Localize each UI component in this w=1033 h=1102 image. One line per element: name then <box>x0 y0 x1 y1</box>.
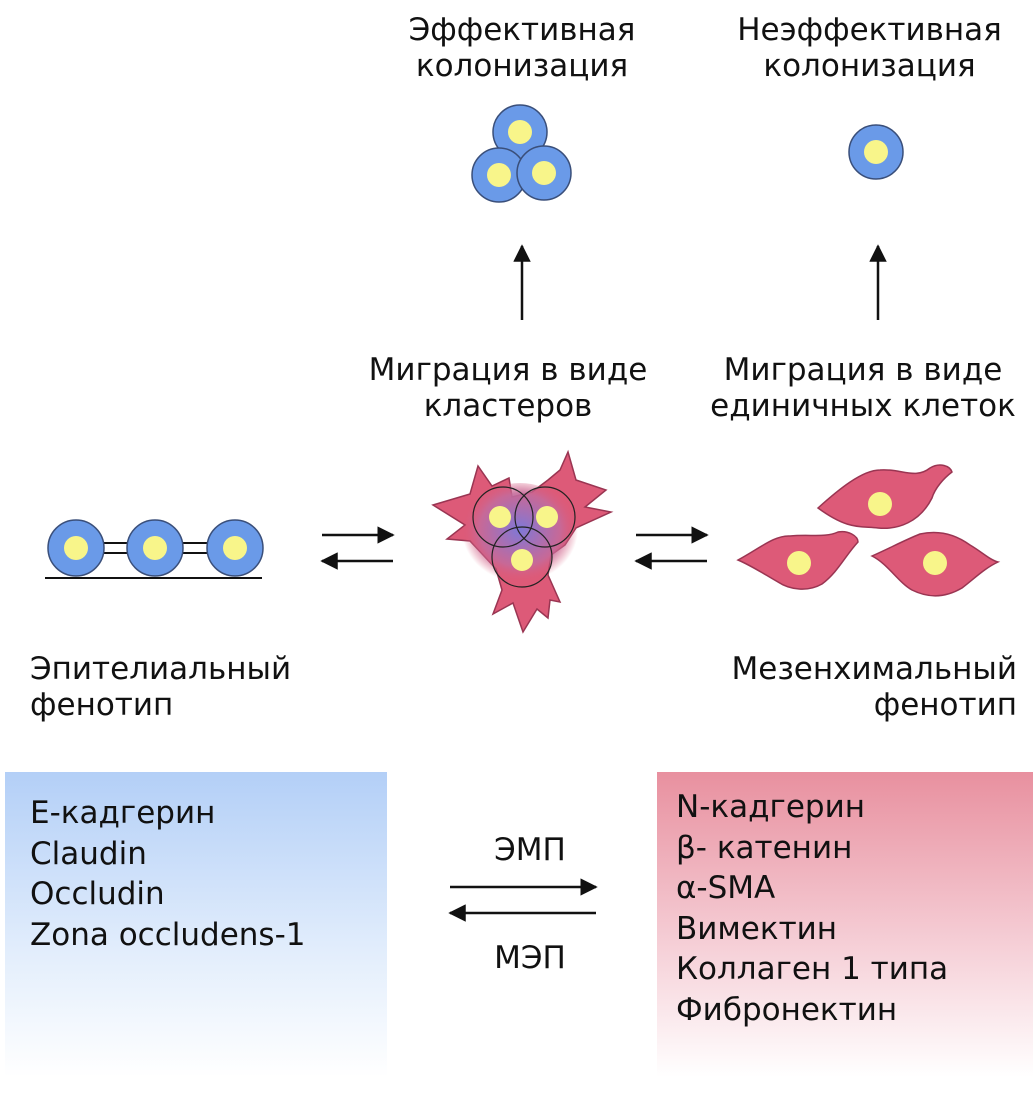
marker-item: N-кадгерин <box>676 789 865 825</box>
nucleus <box>864 140 888 164</box>
epithelial-phenotype-line1: Эпителиальный <box>30 651 292 687</box>
marker-item: E-кадгерин <box>30 795 216 831</box>
effective-colonization-line2: колонизация <box>415 48 629 84</box>
mesenchymal-phenotype-label: Мезенхимальный фенотип <box>663 651 1018 723</box>
effective-colonization-cluster <box>471 104 572 203</box>
marker-item: Zona occludens-1 <box>30 916 306 953</box>
effective-colonization-label: Эффективная колонизация <box>373 12 671 84</box>
mesenchymal-phenotype-line2: фенотип <box>873 687 1017 723</box>
epithelial-phenotype-line2: фенотип <box>30 687 174 723</box>
mesenchymal-phenotype-line1: Мезенхимальный <box>731 651 1018 687</box>
single-migration-line2: единичных клеток <box>710 388 1016 424</box>
marker-item: Фибронектин <box>676 991 898 1028</box>
cluster-migration-line1: Миграция в виде <box>368 352 648 388</box>
epithelial-marker-list: E-кадгерин Claudin Occludin Zona occlude… <box>30 793 305 955</box>
ineffective-colonization-cell <box>848 124 904 180</box>
equilibrium-arrows-left <box>320 526 395 570</box>
emt-met-arrows <box>448 878 598 922</box>
hybrid-cell-cluster <box>431 449 614 634</box>
single-migration-line1: Миграция в виде <box>723 352 1003 388</box>
met-label: МЭП <box>494 940 566 976</box>
nucleus <box>487 163 511 187</box>
mesenchymal-cells <box>736 464 1001 597</box>
cluster-migration-label: Миграция в виде кластеров <box>343 352 673 424</box>
mesenchymal-marker-list: N-кадгерин β- катенин α-SMA Вимектин Кол… <box>676 787 948 1030</box>
marker-item: Claudin <box>30 835 147 872</box>
cluster-migration-line2: кластеров <box>423 388 593 424</box>
emt-label: ЭМП <box>494 832 566 868</box>
marker-item: α-SMA <box>676 870 776 906</box>
ineffective-colonization-line1: Неэффективная <box>737 12 1002 48</box>
nucleus <box>532 161 556 185</box>
single-migration-label: Миграция в виде единичных клеток <box>693 352 1033 424</box>
mesenchymal-markers-box <box>657 772 1033 1077</box>
epithelial-markers-box <box>5 772 387 1077</box>
marker-item: β- катенин <box>676 829 853 866</box>
marker-item: Occludin <box>30 876 165 912</box>
nucleus <box>508 120 532 144</box>
effective-colonization-line1: Эффективная <box>408 12 636 48</box>
equilibrium-arrows-right <box>634 526 709 570</box>
epithelial-phenotype-label: Эпителиальный фенотип <box>30 651 291 723</box>
epithelial-cells <box>45 519 264 579</box>
marker-item: Вимектин <box>676 910 838 947</box>
ineffective-colonization-line2: колонизация <box>763 48 976 84</box>
marker-item: Коллаген 1 типа <box>676 951 949 987</box>
ineffective-colonization-label: Неэффективная колонизация <box>706 12 1033 84</box>
